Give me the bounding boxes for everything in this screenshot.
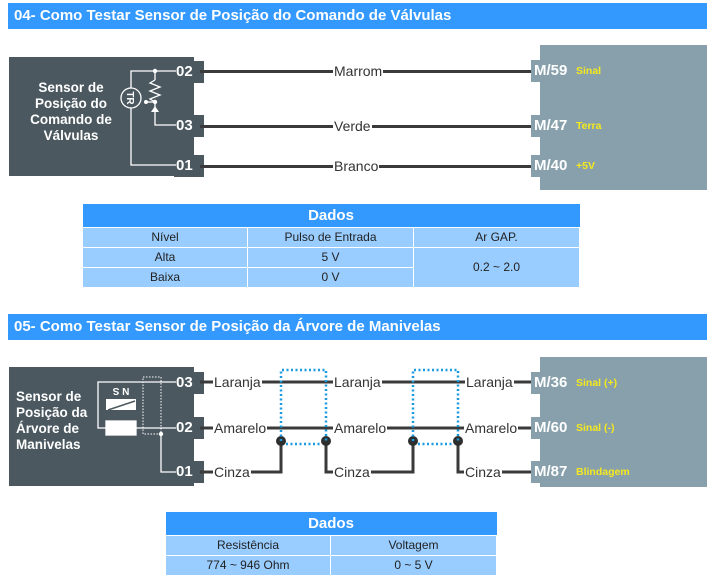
camshaft-sensor-label: Sensor de Posição do Comando de Válvulas: [30, 80, 112, 143]
ecu-func-terra: Terra: [576, 120, 602, 132]
sensor-pin-03: 03: [174, 115, 204, 137]
wire-label-branco: Branco: [333, 158, 380, 174]
sensor-pin-01: 01: [174, 461, 204, 483]
wire-label-amarelo: Amarelo: [464, 420, 519, 436]
tr-symbol: TR: [124, 91, 135, 105]
sensor-pin-02: 02: [174, 417, 204, 439]
header-nivel: Nível: [82, 226, 248, 248]
sensor-pin-01: 01: [174, 155, 204, 177]
internal-wire-01: [130, 108, 176, 166]
cell-0v: 0 V: [247, 266, 414, 288]
header-resistencia: Resistência: [165, 534, 331, 556]
camshaft-data-table: Dados Nível Pulso de Entrada Ar GAP. Alt…: [82, 204, 580, 288]
wire-label-marrom: Marrom: [333, 63, 384, 79]
wire-label-verde: Verde: [333, 118, 372, 134]
header-pulso: Pulso de Entrada: [247, 226, 414, 248]
ecu-func-sinal-minus: Sinal (-): [576, 422, 615, 434]
shield-junction: [453, 436, 463, 446]
ecu-func-sinal: Sinal: [576, 65, 602, 77]
crankshaft-sensor-box: [9, 367, 194, 486]
ecu-pin-m87: M/87: [531, 461, 567, 483]
camshaft-ecu-box: [540, 45, 707, 190]
cell-resistencia-value: 774 ~ 946 Ohm: [165, 554, 331, 576]
camshaft-sensor-box: [9, 57, 194, 176]
wire-cinza-seg3: [456, 441, 532, 474]
ecu-pin-m59: M/59: [531, 60, 567, 82]
ecu-func-blindagem: Blindagem: [576, 466, 630, 478]
cell-alta: Alta: [82, 246, 248, 268]
wire-label-laranja: Laranja: [333, 374, 382, 390]
table-title: Dados: [165, 512, 497, 535]
ecu-func-5v: +5V: [576, 160, 595, 172]
crankshaft-internal-schematic: [97, 381, 176, 473]
wire-label-laranja: Laranja: [213, 374, 262, 390]
header-voltagem: Voltagem: [330, 534, 497, 556]
header-argap: Ar GAP.: [413, 226, 580, 248]
diode-icon: [151, 106, 159, 112]
magnet-ns-label: N S: [112, 385, 129, 396]
internal-wire-03: [154, 108, 176, 126]
cell-argap-value: 0.2 ~ 2.0: [413, 246, 580, 288]
crankshaft-sensor-label: Sensor de Posição da Árvore de Manivelas: [16, 389, 88, 452]
wire-label-cinza: Cinza: [464, 464, 502, 480]
magnet-icon: [106, 399, 136, 410]
shield-junction: [321, 436, 331, 446]
cell-baixa: Baixa: [82, 266, 248, 288]
wire-label-cinza: Cinza: [213, 464, 251, 480]
section-title-crankshaft: 05- Como Testar Sensor de Posição da Árv…: [8, 314, 707, 340]
ecu-pin-m40: M/40: [531, 155, 567, 177]
ecu-pin-m36: M/36: [531, 372, 567, 394]
crankshaft-data-table: Dados Resistência Voltagem 774 ~ 946 Ohm…: [165, 512, 497, 576]
cell-voltagem-value: 0 ~ 5 V: [330, 554, 497, 576]
wire-label-amarelo: Amarelo: [213, 420, 268, 436]
wire-label-amarelo: Amarelo: [333, 420, 388, 436]
table-title: Dados: [82, 204, 580, 227]
resistor-icon: [148, 79, 162, 103]
sensor-pin-02: 02: [174, 61, 204, 83]
crankshaft-ecu-box: [540, 357, 707, 487]
wire-label-cinza: Cinza: [333, 464, 371, 480]
internal-shield-icon: [142, 376, 162, 435]
sensor-pin-03: 03: [174, 372, 204, 394]
coil-icon: [105, 420, 137, 436]
ecu-func-sinal-plus: Sinal (+): [576, 377, 618, 389]
section-title-camshaft: 04- Como Testar Sensor de Posição do Com…: [8, 3, 707, 29]
ecu-pin-m47: M/47: [531, 115, 567, 137]
ecu-pin-m60: M/60: [531, 417, 567, 439]
wire-label-laranja: Laranja: [465, 374, 514, 390]
internal-wire-02: [130, 70, 176, 88]
